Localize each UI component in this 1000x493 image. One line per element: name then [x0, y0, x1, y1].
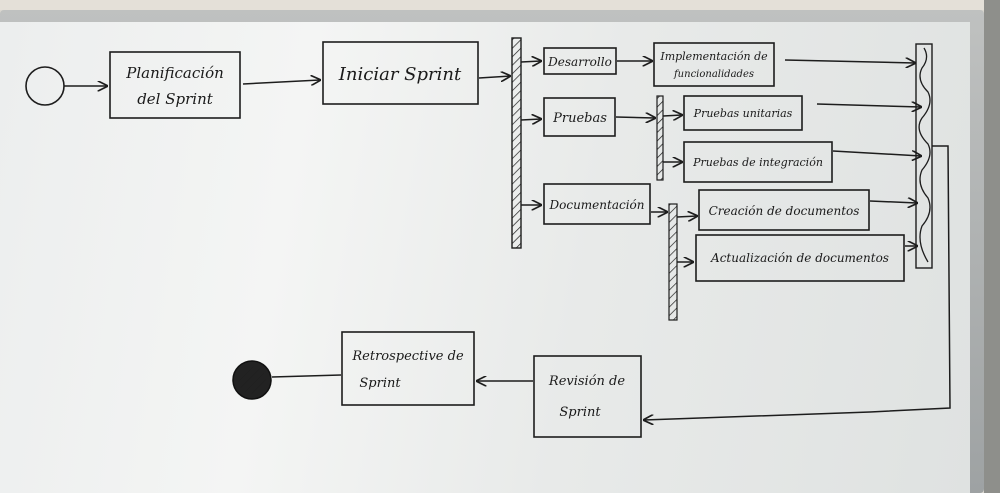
- node-unitarias-label: Pruebas unitarias: [693, 107, 793, 120]
- node-desarrollo: Desarrollo: [543, 47, 617, 75]
- node-implementacion-line1: Implementación de: [659, 50, 768, 63]
- edge-implementacion-join: [784, 60, 915, 63]
- fork-bar-pruebas: [656, 95, 664, 181]
- node-revision-line1: Revisión de: [548, 374, 625, 389]
- node-creacion-documentos: Creación de documentos: [698, 189, 870, 231]
- edge-fork-desarrollo: [520, 61, 541, 62]
- edge-creacion-join: [869, 201, 917, 203]
- node-revision-line2: Sprint: [559, 405, 601, 420]
- node-iniciar-sprint: Iniciar Sprint: [322, 41, 479, 105]
- final-node: [232, 360, 272, 400]
- node-pruebas-integracion: Pruebas de integración: [683, 141, 833, 183]
- node-iniciar-label: Iniciar Sprint: [338, 64, 462, 85]
- fork-bar-documentacion: [668, 203, 678, 321]
- node-pruebas-unitarias: Pruebas unitarias: [683, 95, 803, 131]
- node-documentacion: Documentación: [543, 183, 651, 225]
- node-retrospectiva-line2: Sprint: [359, 376, 401, 391]
- edge-integracion-join: [832, 151, 921, 156]
- node-retrospectiva-line1: Retrospective de: [351, 349, 464, 364]
- node-actualizacion-documentos: Actualización de documentos: [695, 234, 905, 282]
- wall: [0, 0, 1000, 10]
- edge-unitarias-join: [816, 104, 921, 107]
- node-creacion-label: Creación de documentos: [709, 204, 860, 218]
- fork-bar-main: [511, 37, 522, 249]
- node-implementacion-line2: funcionalidades: [673, 69, 754, 80]
- edge-retrospectiva-end: [271, 374, 342, 378]
- node-pruebas-label: Pruebas: [552, 111, 607, 126]
- node-planificacion-line2: del Sprint: [137, 90, 214, 108]
- node-documentacion-label: Documentación: [549, 198, 645, 212]
- initial-node: [25, 66, 65, 106]
- wall-edge: [984, 0, 1000, 493]
- node-planificacion: Planificación del Sprint: [109, 51, 241, 119]
- edge-join-revision: [644, 145, 951, 420]
- join-bar: [915, 43, 933, 269]
- node-desarrollo-label: Desarrollo: [547, 55, 612, 69]
- node-retrospectiva: Retrospective de Sprint: [341, 331, 475, 406]
- edge-fork-unitarias: [662, 115, 682, 116]
- edge-pruebas-fork: [615, 117, 655, 118]
- node-implementacion: Implementación de funcionalidades: [653, 42, 775, 87]
- edge-fork-creacion: [676, 216, 697, 217]
- node-integracion-label: Pruebas de integración: [692, 156, 823, 169]
- node-pruebas: Pruebas: [543, 97, 616, 137]
- edge-planificacion-iniciar: [242, 80, 320, 84]
- edge-iniciar-fork: [478, 76, 510, 78]
- node-planificacion-line1: Planificación: [125, 64, 224, 82]
- node-actualizacion-label: Actualización de documentos: [710, 251, 889, 265]
- edge-fork-pruebas: [520, 119, 541, 120]
- node-revision: Revisión de Sprint: [533, 355, 642, 438]
